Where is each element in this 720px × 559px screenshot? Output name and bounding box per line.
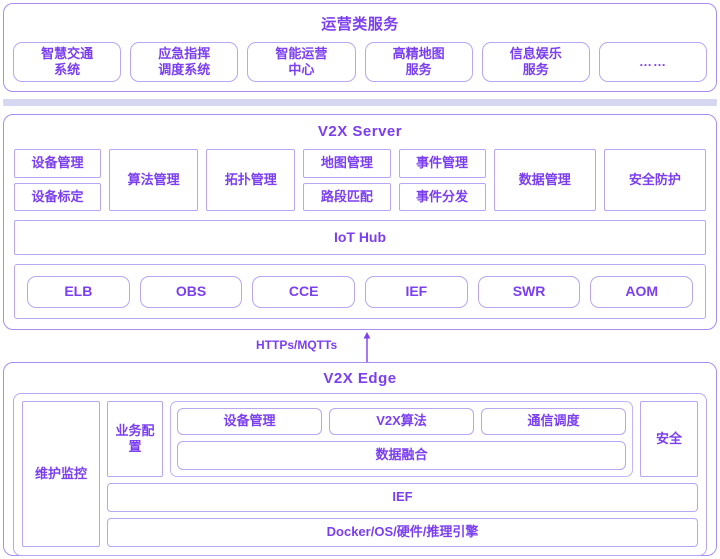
edge-business-config[interactable]: 业务配置: [107, 401, 163, 477]
edge-maintenance-monitoring[interactable]: 维护监控: [22, 401, 100, 547]
module-device-calibration[interactable]: 设备标定: [14, 182, 102, 211]
module-group-device: 设备管理 设备标定: [14, 149, 102, 211]
module-security-protection[interactable]: 安全防护: [603, 149, 706, 211]
v2x-edge-panel: V2X Edge 维护监控 业务配置 设备管理 V2X算法 通信调度 数据融合: [3, 362, 717, 556]
edge-security[interactable]: 安全: [640, 401, 698, 477]
service-card-line1: 应急指挥: [158, 45, 211, 61]
cloud-service-ief[interactable]: IEF: [365, 275, 468, 308]
operations-services-panel: 运营类服务 智慧交通 系统 应急指挥 调度系统 智能运营 中心: [3, 3, 717, 92]
module-map-management[interactable]: 地图管理: [303, 149, 391, 178]
edge-function-top-row: 设备管理 V2X算法 通信调度: [177, 408, 626, 435]
service-card-emergency-dispatch[interactable]: 应急指挥 调度系统: [130, 42, 239, 82]
module-group-event: 事件管理 事件分发: [398, 149, 486, 211]
service-card-more[interactable]: ……: [598, 42, 708, 82]
module-event-distribution[interactable]: 事件分发: [398, 182, 486, 211]
service-card-line2: 中心: [288, 62, 315, 77]
service-card-line2: 服务: [522, 62, 549, 77]
v2x-edge-inner-container: 维护监控 业务配置 设备管理 V2X算法 通信调度 数据融合 安全: [13, 393, 707, 556]
cloud-service-elb[interactable]: ELB: [27, 275, 130, 308]
server-edge-connector: HTTPs/MQTTs: [0, 332, 720, 364]
edge-top-row: 业务配置 设备管理 V2X算法 通信调度 数据融合 安全: [107, 401, 698, 477]
operations-services-row: 智慧交通 系统 应急指挥 调度系统 智能运营 中心 高精地图: [13, 42, 708, 82]
cloud-service-aom[interactable]: AOM: [590, 275, 694, 308]
cloud-service-swr[interactable]: SWR: [477, 275, 581, 308]
module-algorithm-management[interactable]: 算法管理: [109, 149, 199, 211]
ellipsis-label: ……: [638, 53, 667, 69]
edge-maintenance-column: 维护监控: [22, 401, 100, 547]
service-card-line1: 智慧交通: [41, 45, 94, 61]
module-road-segment-matching[interactable]: 路段匹配: [303, 182, 391, 211]
module-data-management[interactable]: 数据管理: [493, 149, 596, 211]
service-card-line1: 信息娱乐: [509, 45, 562, 61]
service-card-line2: 调度系统: [158, 62, 211, 77]
service-card-line2: 服务: [405, 62, 432, 77]
service-card-intelligent-operations-center[interactable]: 智能运营 中心: [247, 42, 356, 82]
edge-v2x-algorithm[interactable]: V2X算法: [329, 408, 474, 435]
server-modules-row: 设备管理 设备标定 算法管理 拓扑管理 地图管理 路段匹配 事件管理 事件分发 …: [14, 149, 706, 211]
edge-main-column: 业务配置 设备管理 V2X算法 通信调度 数据融合 安全 IEF Docker/…: [107, 401, 698, 547]
service-card-hd-map[interactable]: 高精地图 服务: [364, 42, 473, 82]
v2x-edge-title: V2X Edge: [323, 370, 397, 387]
protocol-label: HTTPs/MQTTs: [256, 338, 338, 352]
iot-hub-bar[interactable]: IoT Hub: [14, 220, 706, 255]
section-separator-bar: [3, 99, 717, 106]
edge-communication-scheduling[interactable]: 通信调度: [481, 408, 626, 435]
service-card-smart-traffic[interactable]: 智慧交通 系统: [13, 42, 122, 82]
service-card-line2: 系统: [54, 62, 81, 77]
cloud-service-cce[interactable]: CCE: [252, 275, 356, 308]
edge-ief-bar[interactable]: IEF: [107, 483, 698, 512]
module-device-management[interactable]: 设备管理: [14, 149, 102, 178]
operations-services-title: 运营类服务: [321, 16, 399, 33]
service-card-line1: 智能运营: [275, 45, 328, 61]
edge-function-group: 设备管理 V2X算法 通信调度 数据融合: [170, 401, 633, 477]
cloud-service-obs[interactable]: OBS: [139, 275, 243, 308]
edge-data-fusion[interactable]: 数据融合: [177, 441, 626, 470]
service-card-line1: 高精地图: [392, 45, 445, 61]
v2x-server-title: V2X Server: [317, 123, 403, 140]
module-event-management[interactable]: 事件管理: [398, 149, 486, 178]
arrow-up-icon: [363, 332, 371, 364]
v2x-server-panel: V2X Server 设备管理 设备标定 算法管理 拓扑管理 地图管理 路段匹配…: [3, 114, 717, 330]
service-card-infotainment[interactable]: 信息娱乐 服务: [481, 42, 590, 82]
cloud-services-band: ELB OBS CCE IEF SWR AOM: [14, 264, 706, 319]
module-topology-management[interactable]: 拓扑管理: [206, 149, 296, 211]
module-group-map: 地图管理 路段匹配: [303, 149, 391, 211]
edge-device-management[interactable]: 设备管理: [177, 408, 322, 435]
edge-base-platform-bar[interactable]: Docker/OS/硬件/推理引擎: [107, 518, 698, 547]
